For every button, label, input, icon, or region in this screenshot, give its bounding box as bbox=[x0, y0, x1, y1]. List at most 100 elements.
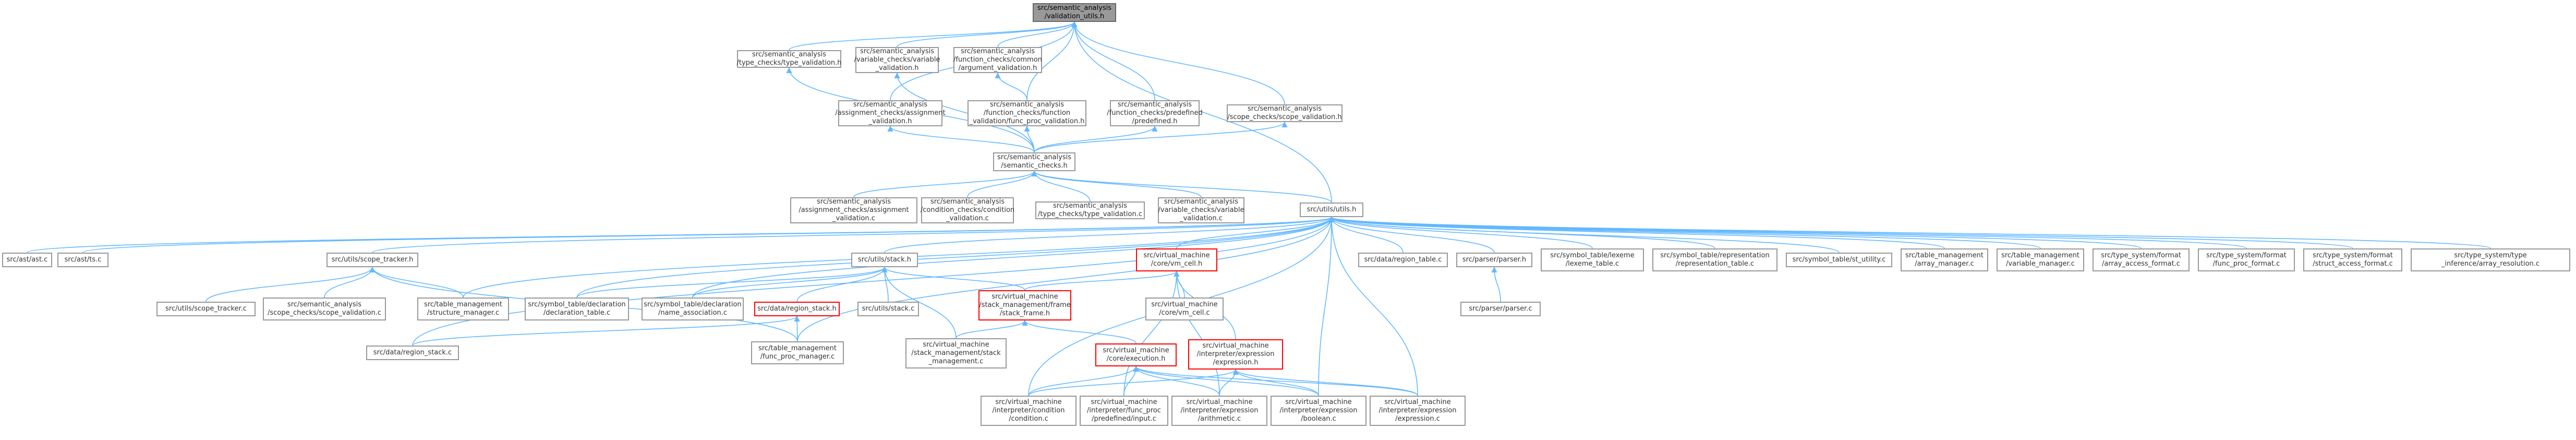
edge-16 bbox=[967, 170, 1037, 198]
edge-40 bbox=[797, 216, 1335, 342]
node-expression-h[interactable]: src/virtual_machine /interpreter/express… bbox=[1188, 339, 1283, 370]
node-ts-c[interactable]: src/ast/ts.c bbox=[57, 253, 108, 267]
node-scope-tracker-h[interactable]: src/utils/scope_tracker.h bbox=[326, 253, 418, 267]
node-variable-manager-c[interactable]: src/table_management /variable_manager.c bbox=[1997, 248, 2084, 271]
node-region-table-c[interactable]: src/data/region_table.c bbox=[1358, 253, 1448, 267]
node-representation-table-c[interactable]: src/symbol_table/representation /represe… bbox=[1652, 248, 1777, 271]
node-type-validation-c[interactable]: src/semantic_analysis /type_checks/type_… bbox=[1035, 201, 1145, 219]
node-array-access-format-c[interactable]: src/type_system/format /array_access_for… bbox=[2093, 248, 2190, 271]
edge-67 bbox=[1133, 365, 1319, 396]
edge-49 bbox=[692, 266, 888, 298]
edge-9 bbox=[894, 72, 1035, 153]
node-vm-cell-c[interactable]: src/virtual_machine /core/vm_cell.c bbox=[1145, 298, 1224, 320]
edge-30 bbox=[1328, 216, 1945, 249]
edge-61 bbox=[1491, 266, 1501, 302]
node-scope-validation-h[interactable]: src/semantic_analysis /scope_checks/scop… bbox=[1227, 104, 1343, 122]
node-func-proc-validation-h[interactable]: src/semantic_analysis /function_checks/f… bbox=[967, 100, 1086, 126]
node-parser-h[interactable]: src/parser/parser.h bbox=[1456, 253, 1532, 267]
edge-54 bbox=[412, 315, 800, 346]
node-semantic-checks-h[interactable]: src/semantic_analysis /semantic_checks.h bbox=[993, 152, 1075, 171]
edge-50 bbox=[796, 266, 888, 302]
edge-1 bbox=[897, 21, 1078, 47]
node-struct-access-format-c[interactable]: src/type_system/format /struct_access_fo… bbox=[2303, 248, 2402, 271]
node-type-validation-h[interactable]: src/semantic_analysis /type_checks/type_… bbox=[736, 50, 842, 68]
node-condition-c[interactable]: src/virtual_machine /interpreter/conditi… bbox=[981, 396, 1077, 426]
node-ast-c[interactable]: src/ast/ast.c bbox=[2, 253, 52, 267]
edge-13 bbox=[1034, 125, 1158, 153]
edge-29 bbox=[1328, 216, 1840, 253]
node-utils-h[interactable]: src/utils/utils.h bbox=[1300, 203, 1363, 217]
edge-18 bbox=[1031, 170, 1202, 198]
node-argument-validation-h[interactable]: src/semantic_analysis /function_checks/c… bbox=[953, 47, 1042, 73]
edge-5 bbox=[1071, 21, 1155, 101]
node-condition-validation-c[interactable]: src/semantic_analysis /condition_checks/… bbox=[920, 197, 1015, 223]
edge-0 bbox=[789, 21, 1078, 51]
edge-2 bbox=[997, 21, 1078, 47]
node-structure-manager-c[interactable]: src/table_management /structure_manager.… bbox=[417, 298, 509, 320]
node-assignment-validation-h[interactable]: src/semantic_analysis /assignment_checks… bbox=[835, 100, 946, 126]
edge-7 bbox=[1071, 21, 1332, 203]
edge-46 bbox=[369, 266, 464, 298]
edge-44 bbox=[205, 266, 376, 302]
edge-43 bbox=[1328, 216, 1418, 396]
node-scope-tracker-c[interactable]: src/utils/scope_tracker.c bbox=[156, 302, 256, 316]
node-st-utility-c[interactable]: src/symbol_table/st_utility.c bbox=[1786, 253, 1892, 267]
node-vm-cell-h[interactable]: src/virtual_machine /core/vm_cell.h bbox=[1136, 248, 1217, 271]
node-boolean-c[interactable]: src/virtual_machine /interpreter/express… bbox=[1271, 396, 1366, 426]
node-stack-management-c[interactable]: src/virtual_machine /stack_management/st… bbox=[905, 338, 1007, 368]
node-expression-c[interactable]: src/virtual_machine /interpreter/express… bbox=[1370, 396, 1466, 426]
node-array-resolution-c[interactable]: src/type_system/type _inference/array_re… bbox=[2411, 248, 2570, 271]
node-variable-validation-c[interactable]: src/semantic_analysis /variable_checks/v… bbox=[1158, 197, 1244, 223]
edge-4 bbox=[1026, 21, 1078, 101]
edge-64 bbox=[1028, 365, 1139, 396]
node-declaration-table-c[interactable]: src/symbol_table/declaration /declaratio… bbox=[525, 298, 629, 320]
edge-15 bbox=[853, 170, 1037, 198]
node-region-stack-c[interactable]: src/data/region_stack.c bbox=[366, 346, 459, 360]
edge-35 bbox=[1329, 216, 2491, 249]
node-execution-h[interactable]: src/virtual_machine /core/execution.h bbox=[1095, 343, 1177, 366]
edge-63 bbox=[1022, 319, 1136, 344]
node-scope-validation-c[interactable]: src/semantic_analysis /scope_checks/scop… bbox=[263, 298, 386, 320]
edge-45 bbox=[324, 266, 376, 298]
node-input-c[interactable]: src/virtual_machine /interpreter/func_pr… bbox=[1080, 396, 1168, 426]
edge-32 bbox=[1328, 216, 2142, 249]
edge-26 bbox=[1328, 216, 1495, 253]
edge-56 bbox=[1024, 270, 1180, 291]
edge-68 bbox=[1133, 365, 1418, 396]
node-lexeme-table-c[interactable]: src/symbol_table/lexeme /lexeme_table.c bbox=[1541, 248, 1644, 271]
node-variable-validation-h[interactable]: src/semantic_analysis /variable_checks/v… bbox=[854, 47, 940, 73]
edge-60 bbox=[1174, 270, 1220, 396]
node-func-proc-format-c[interactable]: src/type_system/format /func_proc_format… bbox=[2198, 248, 2295, 271]
edge-53 bbox=[881, 266, 957, 339]
node-predefined-h[interactable]: src/semantic_analysis /function_checks/p… bbox=[1107, 100, 1203, 126]
edge-14 bbox=[1034, 121, 1288, 153]
edge-10 bbox=[995, 72, 1027, 101]
node-stack-h[interactable]: src/utils/stack.h bbox=[851, 253, 918, 267]
edge-42 bbox=[1318, 216, 1335, 396]
node-parser-c[interactable]: src/parser/parser.c bbox=[1460, 302, 1541, 316]
node-region-stack-h[interactable]: src/data/region_stack.h bbox=[754, 302, 840, 316]
edge-21 bbox=[82, 216, 1334, 253]
edge-37 bbox=[576, 216, 1335, 298]
node-func-proc-manager-c[interactable]: src/table_management /func_proc_manager.… bbox=[751, 341, 844, 364]
node-stack-c[interactable]: src/utils/stack.c bbox=[857, 302, 919, 316]
edge-11 bbox=[887, 125, 1035, 153]
node-array-manager-c[interactable]: src/table_management /array_manager.c bbox=[1901, 248, 1988, 271]
edge-69 bbox=[1028, 368, 1239, 396]
node-name-association-c[interactable]: src/symbol_table/declaration /name_assoc… bbox=[642, 298, 744, 320]
edge-31 bbox=[1328, 216, 2041, 249]
edge-22 bbox=[372, 216, 1335, 253]
edge-23 bbox=[884, 216, 1335, 253]
node-arithmetic-c[interactable]: src/virtual_machine /interpreter/express… bbox=[1171, 396, 1267, 426]
edge-65 bbox=[1123, 365, 1139, 396]
edge-62 bbox=[956, 319, 1028, 339]
node-stack-frame-h[interactable]: src/virtual_machine /stack_management/fr… bbox=[978, 290, 1071, 320]
edge-66 bbox=[1133, 365, 1220, 396]
edge-27 bbox=[1328, 216, 1593, 249]
node-assignment-validation-c[interactable]: src/semantic_analysis /assignment_checks… bbox=[790, 197, 917, 223]
edge-34 bbox=[1329, 216, 2353, 249]
edge-19 bbox=[1031, 170, 1332, 203]
edge-25 bbox=[1328, 216, 1404, 253]
edge-71 bbox=[1232, 368, 1319, 396]
node-validation-utils-h: src/semantic_analysis /validation_utils.… bbox=[1033, 3, 1116, 22]
